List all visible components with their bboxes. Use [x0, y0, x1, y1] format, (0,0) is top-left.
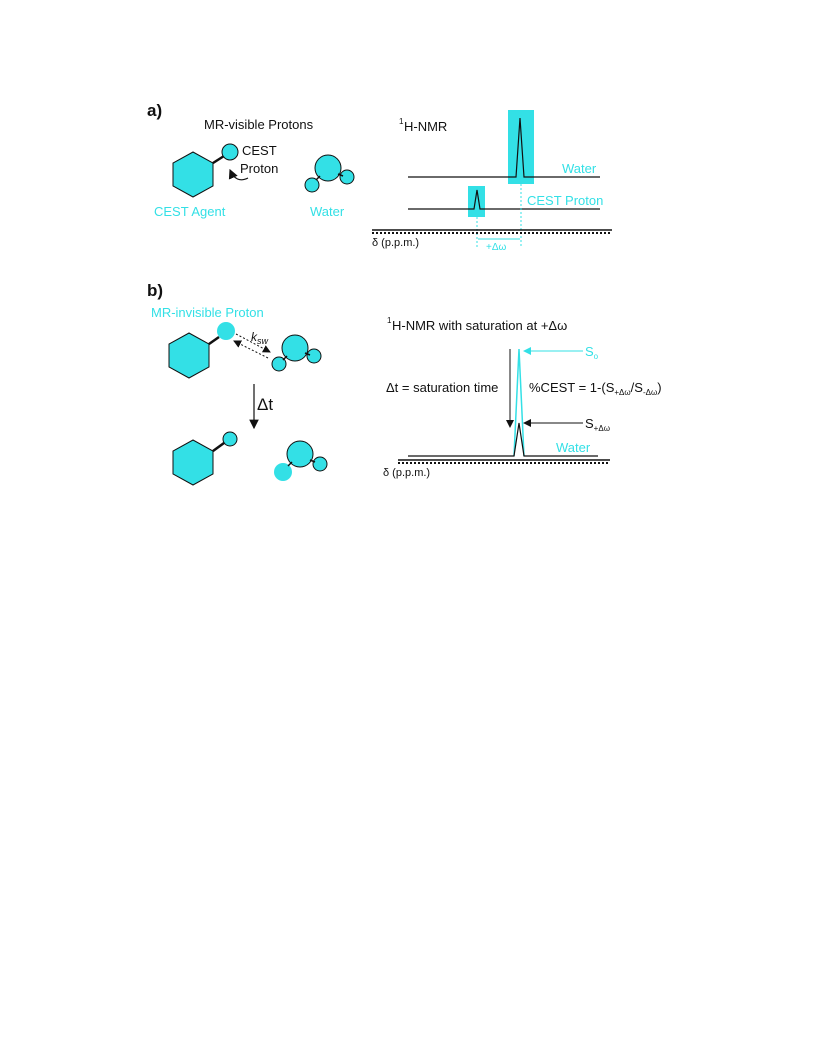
- hydrogen-circle-right: [312, 456, 328, 472]
- cest-proton-circle: [221, 143, 239, 161]
- saturated-spectrum-line: [408, 422, 598, 457]
- cest-label-line2: Proton: [240, 161, 278, 176]
- nmr-title-a: H-NMR: [404, 119, 447, 134]
- nmr-title-b: H-NMR with saturation at +Δω: [392, 318, 567, 333]
- s-plus-label: S+Δω: [585, 416, 610, 433]
- agent-bond: [212, 441, 225, 453]
- cest-label-line1: CEST: [242, 143, 277, 158]
- oxygen-circle: [314, 154, 342, 182]
- water-molecule-b-top: [271, 334, 322, 372]
- hexagon-ring: [172, 439, 214, 486]
- curved-arrow-icon: [228, 168, 249, 181]
- panel-a-label: a): [147, 101, 162, 120]
- saturated-water-peak-cyan: [513, 348, 525, 457]
- water-bond-left: [315, 175, 321, 181]
- proton-circle: [222, 431, 238, 447]
- invisible-hydrogen-circle: [274, 463, 292, 481]
- cest-spectrum-line: [408, 189, 600, 210]
- water-bond-left: [282, 355, 288, 361]
- spectrum-cest-label: CEST Proton: [527, 193, 603, 208]
- axis-label-b: δ (p.p.m.): [383, 467, 430, 479]
- hydrogen-circle-right: [306, 348, 322, 364]
- axis-label-a: δ (p.p.m.): [372, 237, 419, 249]
- exchange-arrow-forward: [235, 333, 271, 353]
- water-peak-highlight: [508, 110, 534, 184]
- water-molecule-a: [304, 154, 355, 193]
- nmr-title-b-sup: 1: [387, 316, 392, 325]
- saturation-time-label: Δt = saturation time: [386, 380, 498, 395]
- hexagon-ring: [168, 332, 210, 379]
- cest-agent-molecule-b-bottom: [172, 431, 238, 486]
- panel-b-label: b): [147, 281, 163, 300]
- water-spectrum-line: [408, 117, 600, 178]
- shift-label: +Δω: [486, 242, 507, 253]
- exchange-rate-label: ksw: [251, 330, 269, 346]
- hydrogen-circle-right: [339, 169, 355, 185]
- water-bond-right: [304, 352, 311, 356]
- agent-bond: [212, 154, 225, 165]
- delta-t-label: Δt: [257, 395, 273, 414]
- s0-label: So: [585, 344, 599, 361]
- invisible-proton-circle: [217, 322, 235, 340]
- cest-agent-label: CEST Agent: [154, 204, 226, 219]
- cest-agent-molecule-b-top: [168, 322, 235, 379]
- water-bond-right: [337, 173, 344, 177]
- water-bond-right: [309, 459, 316, 463]
- water-bond-left: [287, 461, 293, 467]
- cest-formula: %CEST = 1-(S+Δω/S-Δω): [529, 380, 662, 397]
- hexagon-ring: [172, 151, 214, 198]
- oxygen-circle: [281, 334, 309, 362]
- hydrogen-circle-left: [304, 177, 320, 193]
- panel-a-title: MR-visible Protons: [204, 117, 314, 132]
- cest-agent-molecule: [172, 143, 249, 198]
- spectrum-water-label: Water: [562, 161, 597, 176]
- hydrogen-circle-left: [271, 356, 287, 372]
- water-label-a: Water: [310, 204, 345, 219]
- agent-bond: [208, 335, 220, 346]
- water-molecule-b-bottom: [274, 440, 328, 481]
- oxygen-circle: [286, 440, 314, 468]
- nmr-title-a-sup: 1: [399, 117, 404, 126]
- panel-b-title: MR-invisible Proton: [151, 305, 264, 320]
- water-label-b: Water: [556, 440, 591, 455]
